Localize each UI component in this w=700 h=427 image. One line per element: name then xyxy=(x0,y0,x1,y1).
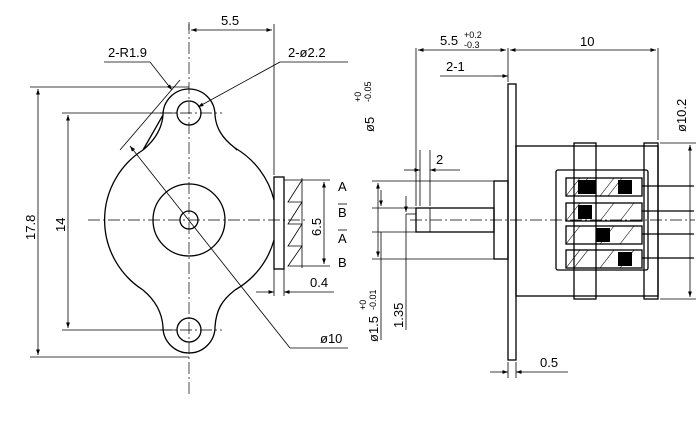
radius-leader xyxy=(149,61,173,91)
hatch xyxy=(565,202,581,222)
wire-fill xyxy=(578,180,596,194)
dim-text-flange: 0.5 xyxy=(540,355,558,370)
hatch xyxy=(619,202,635,222)
hatch xyxy=(565,225,581,245)
boss-circle xyxy=(152,183,226,257)
dim-text-overall-height: 17.8 xyxy=(23,215,38,240)
dim-text-hole: 2-ø2.2 xyxy=(288,45,326,60)
dim-text-pin-pitch: 6.5 xyxy=(309,218,324,236)
wire-fill xyxy=(618,180,632,194)
front-view: A B A B 5.5 2-R1.9 2-ø2.2 ø10 17.8 14 xyxy=(23,13,348,395)
terminal-pins xyxy=(284,179,303,267)
dim-text-shaft-length: 5.5 xyxy=(440,33,458,48)
pin-label-a1: A xyxy=(338,179,347,194)
shaft-circle xyxy=(179,210,199,230)
hatch xyxy=(599,249,615,269)
tol-lower-boss: -0.05 xyxy=(363,81,373,102)
side-shaft xyxy=(415,207,495,233)
dim-text-flat-height: 1.35 xyxy=(391,303,406,328)
dim-text-step: 2-1 xyxy=(446,59,465,74)
wire-fill xyxy=(618,252,632,266)
section-diagonal-upper xyxy=(119,79,181,151)
wire-fill xyxy=(578,205,592,219)
pin-label-b-bar: B xyxy=(338,205,347,220)
dim-text-radius: 2-R1.9 xyxy=(108,45,147,60)
mounting-flange-outline xyxy=(142,88,238,354)
wire-1 xyxy=(565,177,643,197)
top-mounting-hole xyxy=(176,100,202,126)
dim-text-boss-dia: ø5 xyxy=(362,117,377,132)
dim-text-body-length: 10 xyxy=(580,34,594,49)
hatch xyxy=(565,249,581,269)
hatch xyxy=(573,249,589,269)
hatch xyxy=(565,177,581,197)
motor-body-circle xyxy=(103,147,275,291)
tol-upper-boss: +0 xyxy=(353,92,363,102)
side-wires xyxy=(565,177,694,269)
hole-leader xyxy=(197,61,281,108)
tol-lower-shaft-length: -0.3 xyxy=(464,40,480,50)
dim-text-flat: 2 xyxy=(436,152,443,167)
wire-fill xyxy=(596,228,610,242)
hatch xyxy=(619,225,635,245)
wire-2 xyxy=(565,202,643,222)
tol-lower-shaft: -0.01 xyxy=(368,289,378,310)
side-view: 5.5 +0.2 -0.3 10 2-1 ø5 +0 -0.05 2 ø10.2 xyxy=(353,30,696,378)
pin-label-b2: B xyxy=(338,255,347,270)
side-flange xyxy=(507,83,517,361)
bottom-mounting-hole xyxy=(176,317,202,343)
dim-text-shaft-dia: ø1.5 xyxy=(366,316,381,342)
dim-text-body-height: ø10.2 xyxy=(674,99,689,132)
diameter-leader xyxy=(129,145,291,349)
hatch xyxy=(599,177,615,197)
pin-label-a-bar: A xyxy=(338,231,347,246)
dim-text-width: 5.5 xyxy=(221,13,239,28)
wire-4 xyxy=(565,249,643,269)
tol-upper-shaft: +0 xyxy=(358,300,368,310)
dim-text-body-diameter: ø10 xyxy=(320,331,342,346)
tol-upper-shaft-length: +0.2 xyxy=(464,30,482,40)
side-terminal-housing xyxy=(555,169,649,271)
terminal-block xyxy=(273,176,285,270)
side-band-right xyxy=(643,142,659,300)
dim-text-pin-offset: 0.4 xyxy=(310,275,328,290)
hatch xyxy=(599,202,615,222)
wire-3 xyxy=(565,225,643,245)
dim-text-hole-spacing: 14 xyxy=(53,218,68,232)
